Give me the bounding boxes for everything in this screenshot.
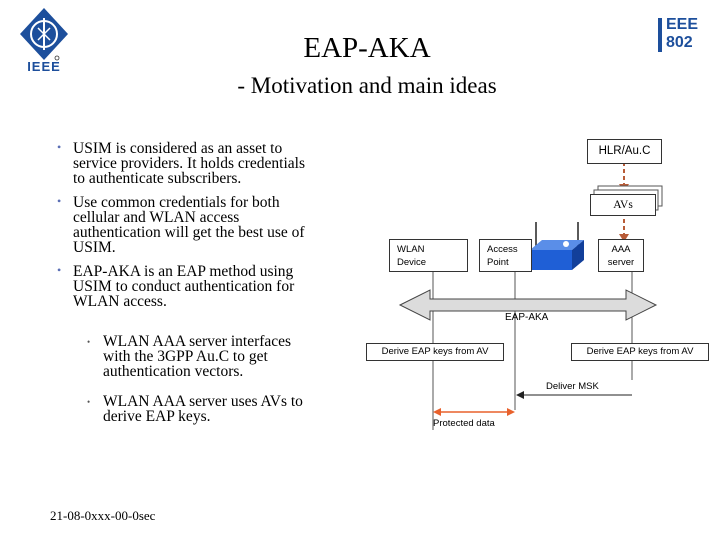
bullet-text: authentication vectors.: [103, 363, 244, 380]
logo-line-2: 802: [666, 34, 693, 51]
sub-bullet-dot-icon: •: [87, 397, 91, 407]
access-point-box: Access Point: [479, 239, 532, 272]
logo-line-1: EEE: [666, 16, 699, 33]
avs-box: AVs: [590, 194, 656, 216]
eap-aka-double-arrow-icon: [398, 289, 658, 321]
derive-keys-left-box: Derive EAP keys from AV: [366, 343, 504, 361]
access-point-led-icon: [563, 241, 569, 247]
avs-label: AVs: [613, 199, 633, 211]
ieee-logo-text: IEEE: [27, 59, 61, 74]
hlr-auc-label: HLR/Au.C: [598, 145, 651, 157]
bullet-dot-icon: •: [57, 140, 62, 154]
bullet-text: USIM.: [73, 239, 116, 256]
ieee-logo: IEEE: [16, 6, 72, 76]
bullet-dot-icon: •: [57, 194, 62, 208]
bullet-text: authentication will get the best use of: [73, 224, 305, 241]
bullet-text: to authenticate subscribers.: [73, 170, 242, 187]
document-number: 21-08-0xxx-00-0sec: [50, 508, 156, 523]
wlan-device-line-1: WLAN: [397, 244, 425, 255]
access-point-top-icon: [530, 240, 584, 250]
bullet-text: with the 3GPP Au.C to get: [103, 348, 268, 365]
protected-data-label: Protected data: [433, 418, 495, 429]
protected-data-left-arrowhead-icon: [433, 408, 441, 416]
bullet-3: • EAP-AKA is an EAP method using USIM to…: [57, 263, 373, 310]
aaa-server-box: AAA server: [598, 239, 644, 272]
bullet-text: WLAN AAA server interfaces: [103, 333, 292, 350]
bullet-text: derive EAP keys.: [103, 408, 211, 425]
bullet-2: • Use common credentials for both cellul…: [57, 194, 373, 256]
protected-data-right-arrowhead-icon: [507, 408, 515, 416]
eap-aka-label: EAP-AKA: [505, 312, 549, 323]
access-point-side-icon: [572, 240, 584, 270]
access-point-line-1: Access: [487, 244, 518, 255]
aaa-server-line-2: server: [607, 257, 635, 268]
bullet-dot-icon: •: [57, 263, 62, 277]
bullet-text: EAP-AKA is an EAP method using: [73, 263, 294, 280]
slide-title: EAP-AKA: [303, 32, 431, 64]
deliver-msk-label: Deliver MSK: [546, 381, 599, 392]
bullet-text: cellular and WLAN access: [73, 209, 240, 226]
sub-bullet-dot-icon: •: [87, 337, 91, 347]
bullet-text: WLAN access.: [73, 293, 167, 310]
access-point-line-2: Point: [487, 257, 509, 268]
derive-keys-right-label: Derive EAP keys from AV: [586, 346, 694, 357]
sub-bullet-1: • WLAN AAA server interfaces with the 3G…: [87, 333, 363, 380]
wlan-device-box: WLAN Device: [389, 239, 468, 272]
bullet-1: • USIM is considered as an asset to serv…: [57, 140, 373, 187]
bullet-text: USIM is considered as an asset to: [73, 140, 283, 157]
slide-subtitle: - Motivation and main ideas: [237, 73, 497, 98]
sub-bullet-2: • WLAN AAA server uses AVs to derive EAP…: [87, 393, 363, 425]
deliver-msk-arrowhead-icon: [516, 391, 524, 399]
bullet-text: service providers. It holds credentials: [73, 155, 305, 172]
avs-arrowhead-icon: [619, 234, 629, 242]
aaa-server-line-1: AAA: [611, 244, 631, 255]
access-point-front-icon: [530, 250, 572, 270]
bullet-text: WLAN AAA server uses AVs to: [103, 393, 303, 410]
bullet-text: Use common credentials for both: [73, 194, 280, 211]
ieee-802-logo: EEE 802: [658, 16, 704, 56]
ieee-diamond-icon: [20, 8, 68, 61]
wlan-device-line-2: Device: [397, 257, 427, 268]
hlr-auc-box: HLR/Au.C: [587, 139, 662, 164]
derive-keys-right-box: Derive EAP keys from AV: [571, 343, 709, 361]
derive-keys-left-label: Derive EAP keys from AV: [381, 346, 489, 357]
bullet-text: USIM to conduct authentication for: [73, 278, 295, 295]
logo-bar: [658, 18, 662, 52]
